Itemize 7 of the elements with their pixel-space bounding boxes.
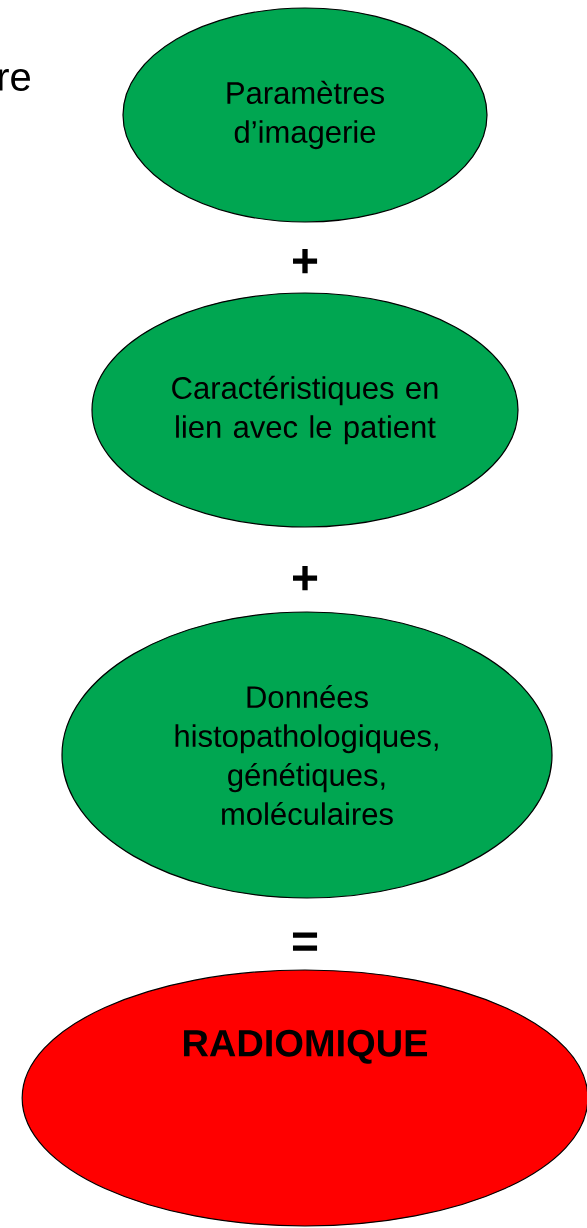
- equals-sign: =: [293, 932, 318, 951]
- ellipse-node: Paramètres d’imagerie: [122, 7, 488, 223]
- ellipse-node: RADIOMIQUE: [21, 969, 587, 1227]
- ellipse-node: Caractéristiques en lien avec le patient: [91, 292, 519, 528]
- ellipse-node: Données histopathologiques, génétiques, moléculaires: [61, 611, 553, 899]
- plus-sign: +: [293, 565, 318, 591]
- plus-sign: +: [293, 248, 318, 274]
